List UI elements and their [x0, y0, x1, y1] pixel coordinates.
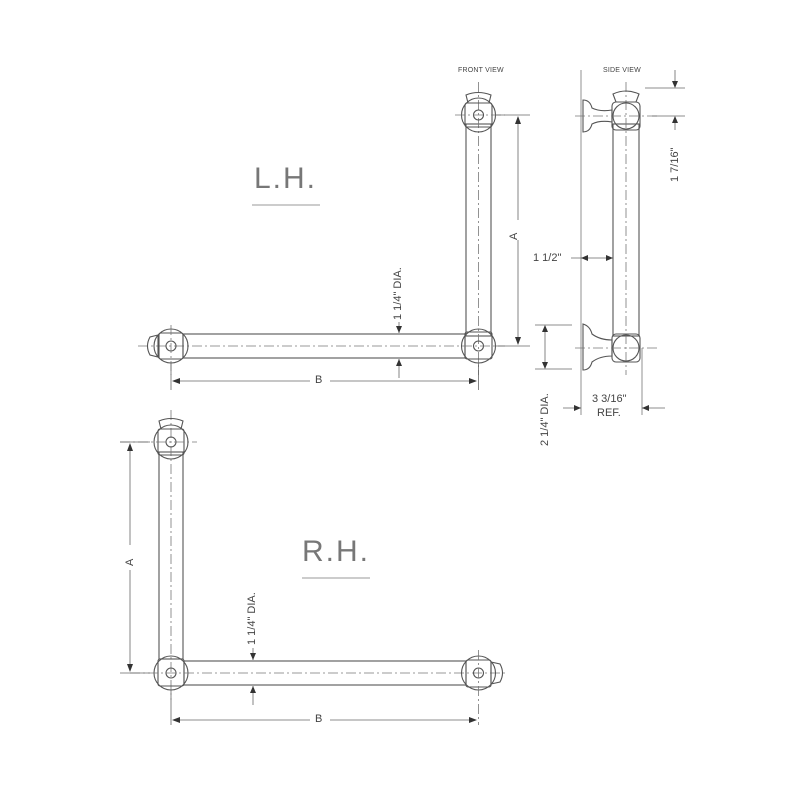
lh-tube-dia: 1 1/4" DIA.: [392, 267, 404, 320]
side-dim-flange-dia: 2 1/4" DIA.: [539, 393, 551, 446]
lh-title: L.H.: [254, 162, 318, 195]
side-view-label: SIDE VIEW: [603, 67, 641, 74]
rh-dim-b: B: [315, 713, 323, 725]
lh-dim-a: A: [508, 232, 520, 240]
rh-title: R.H.: [302, 535, 370, 568]
side-dim-height-top: 1 7/16": [669, 147, 681, 183]
side-dim-projection: 3 3/16": [592, 393, 627, 405]
rh-assembly: [120, 410, 505, 725]
front-view-label: FRONT VIEW: [458, 67, 504, 74]
lh-dim-b: B: [315, 374, 323, 386]
rh-dim-a: A: [124, 558, 136, 566]
rh-tube-dia: 1 1/4" DIA.: [246, 592, 258, 645]
lh-assembly: [138, 82, 530, 390]
side-dim-projection-ref: REF.: [597, 407, 621, 419]
side-dim-offset: 1 1/2": [533, 252, 562, 264]
side-view: [535, 70, 685, 415]
